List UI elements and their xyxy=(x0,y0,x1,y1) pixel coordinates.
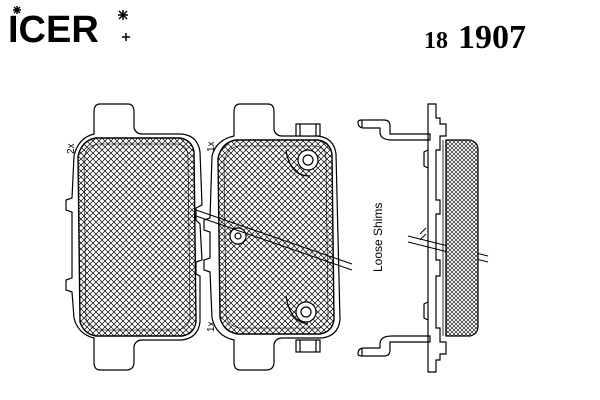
pad-side-profile xyxy=(423,103,479,373)
wear-clip-top xyxy=(285,123,321,177)
friction-material-left xyxy=(77,137,197,337)
profile-section-marks xyxy=(419,227,427,241)
qty-label-middle-bottom: 1x xyxy=(206,321,217,332)
brake-pad-middle: 1x 1x xyxy=(203,103,341,371)
friction-material-middle xyxy=(217,139,335,335)
loose-shims-label: Loose Shims xyxy=(371,203,385,272)
loose-shim xyxy=(357,119,431,357)
brake-pad-left: 2x xyxy=(65,103,203,371)
part-number-prefix: 18 xyxy=(424,28,448,54)
backing-plate-middle xyxy=(203,103,341,371)
logo-star-icon xyxy=(13,6,130,41)
qty-label-middle-top: 1x xyxy=(206,141,217,152)
wear-clip-bottom xyxy=(285,295,321,353)
backing-plate-left xyxy=(65,103,203,371)
shim-wire xyxy=(357,119,431,141)
profile-friction-material xyxy=(445,139,479,337)
profile-backing-plate xyxy=(427,103,447,373)
part-number: 18 1907 xyxy=(424,19,526,56)
logo-text: ICER xyxy=(8,9,99,51)
qty-label-left: 2x xyxy=(66,143,77,154)
part-number-main: 1907 xyxy=(458,19,526,56)
icer-logo: ICER xyxy=(8,6,130,51)
